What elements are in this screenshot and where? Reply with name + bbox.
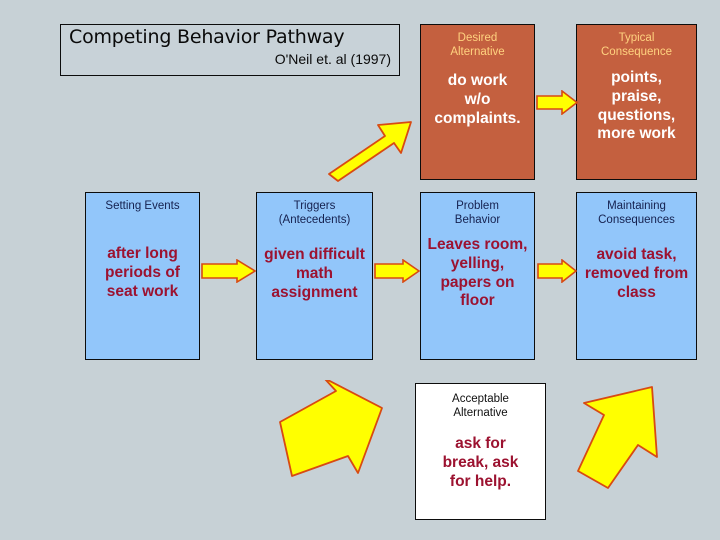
box-triggers[interactable]: Triggers (Antecedents) given difficult m… bbox=[256, 192, 373, 360]
arrow-triggers-to-problem-icon bbox=[374, 259, 420, 283]
setting-events-body-line3: seat work bbox=[106, 283, 179, 301]
typical-consequence-body: points, praise, questions, more work bbox=[581, 69, 692, 145]
arrow-acceptable-to-maintaining-icon bbox=[560, 375, 680, 490]
setting-events-body-line1: after long bbox=[107, 245, 178, 263]
problem-behavior-body-line1: Leaves room, bbox=[427, 235, 528, 253]
typical-consequence-body-line1: points, bbox=[611, 68, 662, 86]
problem-behavior-header-line1: Problem bbox=[456, 200, 499, 212]
title-citation: O'Neil et. al (1997) bbox=[274, 50, 391, 67]
problem-behavior-body-line4: floor bbox=[460, 292, 495, 310]
typical-consequence-header-line1: Typical bbox=[618, 32, 655, 44]
maintaining-consequences-header-line1: Maintaining bbox=[607, 200, 666, 212]
acceptable-alternative-header-line1: Acceptable bbox=[452, 393, 509, 405]
typical-consequence-body-line4: more work bbox=[597, 125, 676, 143]
problem-behavior-body-line3: papers on bbox=[440, 273, 515, 291]
setting-events-header-line1: Setting Events bbox=[105, 200, 180, 212]
arrow-triggers-to-desired-icon bbox=[325, 116, 415, 184]
desired-alternative-header: Desired Alternative bbox=[425, 31, 530, 60]
problem-behavior-header-line2: Behavior bbox=[454, 214, 501, 227]
maintaining-consequences-body-line3: class bbox=[617, 283, 656, 301]
arrow-desired-to-typical-icon bbox=[536, 90, 578, 115]
acceptable-alternative-body: ask for break, ask for help. bbox=[420, 435, 541, 492]
desired-alternative-body-line2: w/o bbox=[464, 90, 491, 108]
arrow-setting-to-triggers-icon bbox=[201, 259, 256, 283]
box-setting-events[interactable]: Setting Events after long periods of sea… bbox=[85, 192, 200, 360]
typical-consequence-body-line2: praise, bbox=[611, 87, 662, 105]
setting-events-header: Setting Events bbox=[90, 199, 195, 213]
setting-events-body: after long periods of seat work bbox=[90, 245, 195, 302]
arrow-triggers-to-acceptable-icon bbox=[278, 380, 403, 485]
problem-behavior-body-line2: yelling, bbox=[450, 254, 505, 272]
problem-behavior-body: Leaves room, yelling, papers on floor bbox=[425, 236, 530, 312]
typical-consequence-body-line3: questions, bbox=[597, 106, 676, 124]
desired-alternative-body-line1: do work bbox=[447, 71, 508, 89]
page-title: Competing Behavior Pathway bbox=[69, 26, 345, 48]
box-typical-consequence[interactable]: Typical Consequence points, praise, ques… bbox=[576, 24, 697, 180]
setting-events-body-line2: periods of bbox=[105, 264, 180, 282]
desired-alternative-body: do work w/o complaints. bbox=[425, 72, 530, 129]
acceptable-alternative-body-line1: ask for bbox=[455, 434, 506, 452]
maintaining-consequences-body-line2: removed from bbox=[584, 264, 689, 282]
desired-alternative-header-line2: Alternative bbox=[450, 46, 505, 59]
triggers-header-line2: (Antecedents) bbox=[278, 214, 351, 227]
title-box: Competing Behavior Pathway O'Neil et. al… bbox=[60, 24, 400, 76]
maintaining-consequences-body-line1: avoid task, bbox=[596, 245, 677, 263]
triggers-header: Triggers (Antecedents) bbox=[261, 199, 368, 228]
acceptable-alternative-header-line2: Alternative bbox=[453, 407, 508, 420]
typical-consequence-header-line2: Consequence bbox=[601, 46, 672, 59]
arrow-problem-to-maintaining-icon bbox=[537, 259, 577, 283]
box-maintaining-consequences[interactable]: Maintaining Consequences avoid task, rem… bbox=[576, 192, 697, 360]
triggers-body: given difficult math assignment bbox=[261, 246, 368, 303]
acceptable-alternative-body-line3: for help. bbox=[449, 472, 512, 490]
triggers-body-line1: given difficult bbox=[264, 245, 365, 263]
maintaining-consequences-header-line2: Consequences bbox=[598, 214, 675, 227]
triggers-body-line3: assignment bbox=[271, 283, 358, 301]
acceptable-alternative-body-line2: break, ask bbox=[442, 453, 519, 471]
triggers-header-line1: Triggers bbox=[293, 200, 336, 212]
box-desired-alternative[interactable]: Desired Alternative do work w/o complain… bbox=[420, 24, 535, 180]
acceptable-alternative-header: Acceptable Alternative bbox=[420, 392, 541, 421]
problem-behavior-header: Problem Behavior bbox=[425, 199, 530, 228]
triggers-body-line2: math bbox=[295, 264, 334, 282]
box-acceptable-alternative[interactable]: Acceptable Alternative ask for break, as… bbox=[415, 383, 546, 520]
typical-consequence-header: Typical Consequence bbox=[581, 31, 692, 60]
desired-alternative-header-line1: Desired bbox=[457, 32, 498, 44]
box-problem-behavior[interactable]: Problem Behavior Leaves room, yelling, p… bbox=[420, 192, 535, 360]
maintaining-consequences-body: avoid task, removed from class bbox=[581, 246, 692, 303]
desired-alternative-body-line3: complaints. bbox=[434, 109, 521, 127]
maintaining-consequences-header: Maintaining Consequences bbox=[581, 199, 692, 228]
